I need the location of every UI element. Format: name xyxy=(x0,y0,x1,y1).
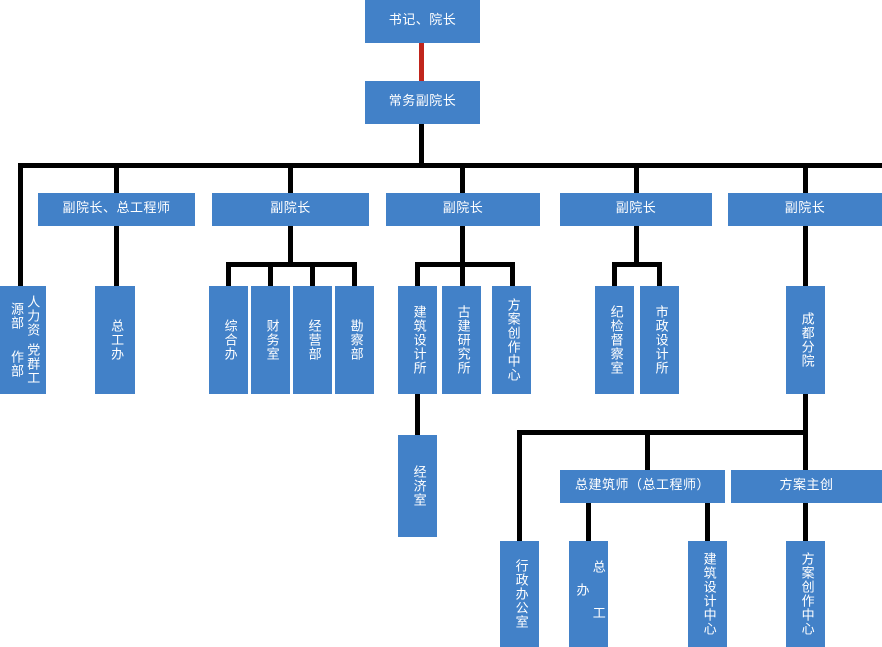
connector-bus-to-hr-dept xyxy=(18,163,23,286)
node-branch-scheme-creation-center[interactable]: 方案创作中心 xyxy=(786,541,825,647)
connector-vp4-bus xyxy=(612,262,662,267)
node-party-work-dept-label: 党群工作部 xyxy=(8,343,40,385)
node-operations-dept[interactable]: 经营部 xyxy=(293,286,332,394)
connector-scheme-lead-to-branch-scheme-center xyxy=(803,503,808,541)
connector-vp2-to-survey-dept xyxy=(352,262,357,286)
node-discipline-inspection-office[interactable]: 纪检督察室 xyxy=(595,286,634,394)
node-architectural-design-institute[interactable]: 建筑设计所 xyxy=(398,286,437,394)
connector-vp-bus-visible xyxy=(18,163,808,168)
node-administrative-office[interactable]: 行政办公室 xyxy=(500,541,539,647)
connector-chengdu-bus xyxy=(517,430,808,435)
node-hr-dept-label: 人力资源部 xyxy=(8,295,40,337)
connector-vp4-stem xyxy=(634,226,639,265)
node-chief-architect[interactable]: 总建筑师（总工程师） xyxy=(560,470,725,503)
node-secretary-president[interactable]: 书记、院长 xyxy=(365,0,480,43)
connector-vp2-stem xyxy=(288,226,293,265)
connector-bus-to-vp-5 xyxy=(803,163,808,193)
connector-vp4-to-discipline-office xyxy=(612,262,617,286)
connector-chengdu-stem xyxy=(803,394,808,435)
connector-chengdu-to-chief-architect xyxy=(645,430,650,470)
node-scheme-creation-center[interactable]: 方案创作中心 xyxy=(492,286,531,394)
connector-bus-to-vp-4 xyxy=(634,163,639,193)
connector-chengdu-to-admin-office xyxy=(517,430,522,541)
connector-vp3-stem xyxy=(460,226,465,265)
connector-vp4-to-municipal-institute xyxy=(657,262,662,286)
connector-bus-to-vp-3 xyxy=(460,163,465,193)
connector-vp3-bus xyxy=(415,262,515,267)
connector-chief-architect-to-branch-chief-eng-office xyxy=(586,503,591,541)
node-architectural-design-center[interactable]: 建筑设计中心 xyxy=(688,541,727,647)
node-survey-dept[interactable]: 勘察部 xyxy=(335,286,374,394)
node-chief-engineer-office[interactable]: 总工办 xyxy=(95,286,135,394)
connector-vp3-to-arch-design-institute xyxy=(415,262,420,286)
node-vp-5[interactable]: 副院长 xyxy=(728,193,882,226)
node-ancient-architecture-institute[interactable]: 古建研究所 xyxy=(442,286,481,394)
connector-vp3-to-ancient-arch-institute xyxy=(460,262,465,286)
connector-vp5-to-chengdu-branch xyxy=(803,226,808,286)
node-vp-4[interactable]: 副院长 xyxy=(560,193,712,226)
connector-vp2-to-finance-office xyxy=(268,262,273,286)
connector-exec-vp-stem xyxy=(419,124,424,166)
connector-vp2-to-general-office xyxy=(226,262,231,286)
connector-vp2-to-operations-dept xyxy=(310,262,315,286)
node-vp-2[interactable]: 副院长 xyxy=(212,193,369,226)
node-executive-vice-president[interactable]: 常务副院长 xyxy=(365,81,480,124)
node-general-office[interactable]: 综合办 xyxy=(209,286,248,394)
connector-bus-to-vp-2 xyxy=(288,163,293,193)
connector-president-to-exec-vp xyxy=(419,43,424,81)
node-vp-3[interactable]: 副院长 xyxy=(386,193,540,226)
connector-vp3-to-scheme-center xyxy=(510,262,515,286)
connector-vp1-to-chief-eng-office xyxy=(114,226,119,286)
connector-arch-institute-to-economics-office xyxy=(415,394,420,435)
node-hr-and-party-box[interactable]: 人力资源部 党群工作部 xyxy=(0,286,46,394)
node-branch-chief-engineer-office[interactable]: 总 工 办 xyxy=(569,541,608,647)
connector-vp2-bus xyxy=(226,262,357,267)
node-vp-chief-engineer[interactable]: 副院长、总工程师 xyxy=(38,193,195,226)
node-finance-office[interactable]: 财务室 xyxy=(251,286,290,394)
connector-chief-architect-to-arch-design-center xyxy=(705,503,710,541)
node-scheme-lead[interactable]: 方案主创 xyxy=(731,470,882,503)
node-economics-office[interactable]: 经济室 xyxy=(398,435,437,537)
connector-chengdu-to-scheme-lead xyxy=(803,430,808,470)
node-municipal-design-institute[interactable]: 市政设计所 xyxy=(640,286,679,394)
node-chengdu-branch[interactable]: 成都分院 xyxy=(786,286,825,394)
connector-bus-to-vp-1 xyxy=(114,163,119,193)
